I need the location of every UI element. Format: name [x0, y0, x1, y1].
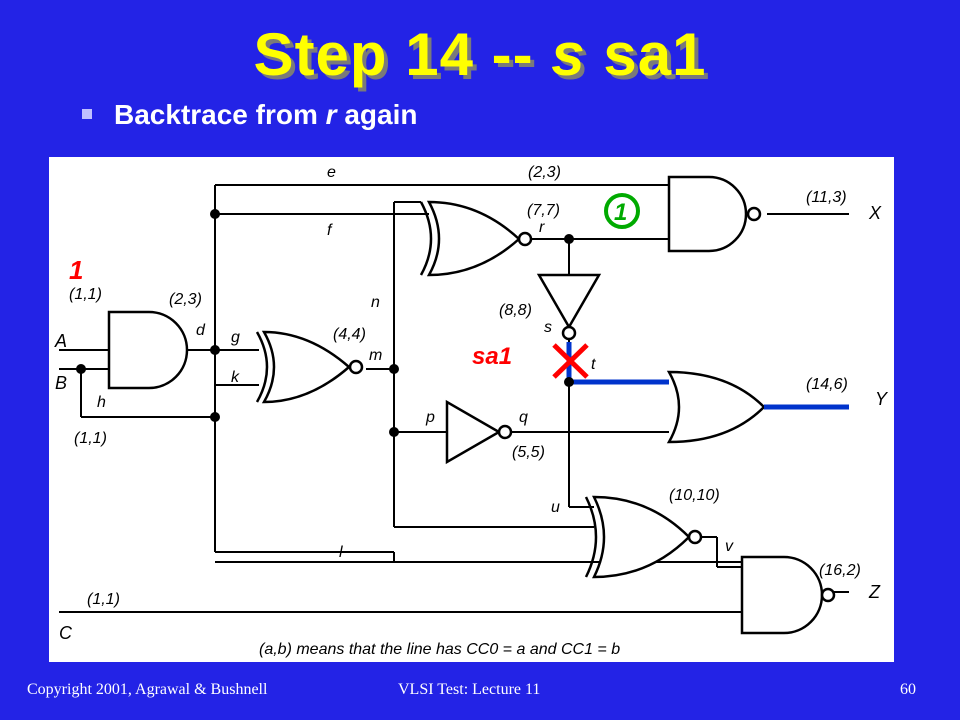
footer-lecture: VLSI Test: Lecture 11: [398, 681, 541, 698]
label-q: q: [519, 409, 528, 426]
fault-annotation: sa1: [472, 343, 512, 370]
cc-q: (5,5): [512, 444, 545, 461]
cc-r: (7,7): [527, 202, 560, 219]
cc-Y: (14,6): [806, 376, 848, 393]
label-v: v: [725, 538, 734, 555]
bullet-item: Backtrace from r again: [82, 99, 417, 131]
label-p: p: [425, 409, 435, 426]
gates: [107, 175, 836, 635]
cc-C: (1,1): [87, 591, 120, 608]
label-h: h: [97, 394, 106, 411]
label-X: X: [868, 203, 882, 223]
label-Z: Z: [868, 582, 881, 602]
cc-s: (8,8): [499, 302, 532, 319]
green-value-circle: [604, 193, 640, 229]
title-signal-name: s: [551, 21, 586, 88]
label-B: B: [55, 373, 67, 393]
label-t: t: [591, 356, 596, 373]
junction-dots: [76, 209, 574, 437]
label-u: u: [551, 499, 560, 516]
value-r-annotation: 1: [614, 199, 627, 226]
bullet-square-icon: [82, 108, 92, 119]
label-d: d: [196, 322, 206, 339]
label-C: C: [59, 623, 73, 643]
label-l: l: [339, 544, 343, 561]
label-r: r: [539, 219, 545, 236]
bullet-text: Backtrace from: [114, 99, 326, 130]
cc-note: (a,b) means that the line has CC0 = a an…: [259, 641, 620, 658]
label-k: k: [231, 369, 240, 386]
label-f: f: [327, 222, 333, 239]
label-s: s: [544, 319, 552, 336]
value-A-annotation: 1: [69, 255, 83, 285]
label-Y: Y: [875, 389, 889, 409]
cc-v: (10,10): [669, 487, 720, 504]
bullet-text-end: again: [336, 99, 418, 130]
title-fault: sa1: [585, 21, 707, 88]
wires: [59, 184, 849, 613]
cc-B: (1,1): [74, 430, 107, 447]
slide-title: Step 14 -- s sa1: [0, 20, 960, 89]
cc-Z: (16,2): [819, 562, 861, 579]
title-text: Step 14 --: [253, 21, 552, 88]
fault-x-mark: [552, 343, 589, 379]
cc-d: (2,3): [169, 291, 202, 308]
cc-A: (1,1): [69, 286, 102, 303]
label-A: A: [54, 331, 67, 351]
bullet-signal: r: [325, 99, 337, 130]
label-n: n: [371, 294, 380, 311]
label-m: m: [369, 347, 382, 364]
circuit-diagram: e f r s t n g d m k h p q u v l A B C X …: [49, 157, 894, 662]
footer-copyright: Copyright 2001, Agrawal & Bushnell: [27, 681, 268, 698]
circuit-svg: e f r s t n g d m k h p q u v l A B C X …: [54, 164, 889, 658]
label-g: g: [231, 329, 240, 346]
footer-page-number: 60: [900, 681, 916, 698]
cc-m: (4,4): [333, 326, 366, 343]
label-e: e: [327, 164, 336, 181]
cc-X: (11,3): [806, 189, 847, 206]
cc-e: (2,3): [528, 164, 561, 181]
